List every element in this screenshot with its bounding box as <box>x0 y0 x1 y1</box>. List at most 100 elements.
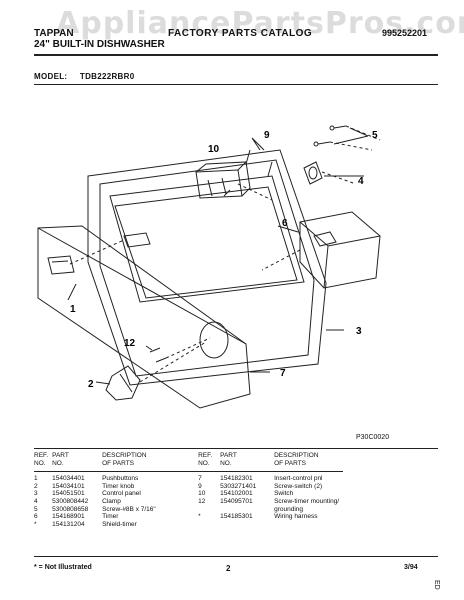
col-ref-right: REF. <box>198 452 213 459</box>
col-ref: REF. <box>34 452 49 459</box>
insert-timer-hole <box>199 321 229 359</box>
header-catalog-title: FACTORY PARTS CATALOG <box>168 28 313 39</box>
row-part: 154102001 <box>220 490 253 498</box>
watermark: AppliancePartsPros.com <box>56 6 464 41</box>
row-ref: 7 <box>198 475 202 483</box>
callout-5: 5 <box>372 130 378 141</box>
table-header-row-1: REF. PART DESCRIPTION REF. PART DESCRIPT… <box>34 452 343 460</box>
row-ref: 9 <box>198 482 202 490</box>
col-part-no-right: NO. <box>220 459 232 467</box>
table-top-rule <box>34 448 438 449</box>
model-line: MODEL: TDB222RBR0 <box>34 72 134 81</box>
row-ref: 2 <box>34 482 38 490</box>
timer-tab <box>313 231 337 247</box>
row-ref: * <box>34 520 37 528</box>
row-desc: Clamp <box>102 497 121 505</box>
model-label: MODEL: <box>34 72 68 81</box>
table-bottom-rule <box>34 556 438 557</box>
row-part: 154034101 <box>52 482 85 490</box>
row-desc: Insert-control pnl <box>274 475 323 483</box>
table-row: * 154131204 Shield-timer <box>34 521 343 529</box>
table-row: 2 154034101 Timer knob 9 5303271401 Scre… <box>34 483 343 491</box>
col-desc-right: DESCRIPTION <box>274 452 319 459</box>
row-desc: Screw-timer mounting/ <box>274 497 340 505</box>
col-desc: DESCRIPTION <box>102 452 147 459</box>
row-desc: Control panel <box>102 490 141 498</box>
row-part: 154095701 <box>220 497 253 505</box>
col-of-parts: OF PARTS <box>102 459 134 467</box>
insert-panel-outline <box>37 225 251 409</box>
callout-12: 12 <box>124 338 136 349</box>
control-panel-inner <box>99 159 315 377</box>
callout-2: 2 <box>88 379 94 390</box>
row-desc: Switch <box>274 490 294 498</box>
row-part: 154051501 <box>52 490 85 498</box>
screw-5a <box>333 125 347 129</box>
row-ref: 1 <box>34 475 38 483</box>
row-desc: Pushbuttons <box>102 475 139 483</box>
col-ref-no-right: NO. <box>198 459 210 467</box>
row-part: 5300808442 <box>52 497 89 505</box>
row-desc: Timer knob <box>102 482 135 490</box>
screw-9b <box>267 161 273 177</box>
insert-pushbutton <box>47 255 75 275</box>
table-row: 6 154168901 Timer * 154185301 Wiring har… <box>34 513 343 521</box>
table-header-row-2: NO. NO. OF PARTS NO. NO. OF PARTS <box>34 460 343 468</box>
page-number: 2 <box>226 564 231 573</box>
table-row: 5 5300808658 Screw-#8B x 7/16" grounding <box>34 506 343 514</box>
drawing-code: P30C0020 <box>356 434 390 441</box>
row-desc: Shield-timer <box>102 520 137 528</box>
panel-slot <box>123 232 151 248</box>
col-part-right: PART <box>220 452 237 459</box>
clamp-body <box>303 161 323 185</box>
footnote: * = Not Illustrated <box>34 564 92 571</box>
header-brand-block: TAPPAN 24" BUILT-IN DISHWASHER <box>34 28 165 50</box>
catalog-date: 3/94 <box>404 564 418 571</box>
col-part-no: NO. <box>52 459 64 467</box>
row-part: 5303271401 <box>220 482 257 490</box>
row-desc: Screw-switch (2) <box>274 482 323 490</box>
timer-knob <box>105 365 141 401</box>
row-part <box>220 506 274 514</box>
callout-7: 7 <box>280 368 286 379</box>
header-catalog-number: 995252201 <box>382 28 428 38</box>
callout-1: 1 <box>70 304 76 315</box>
header-brand: TAPPAN <box>34 28 74 39</box>
col-part: PART <box>52 452 69 459</box>
parts-table: REF. PART DESCRIPTION REF. PART DESCRIPT… <box>34 452 344 529</box>
table-row: 4 5300808442 Clamp 12 154095701 Screw-ti… <box>34 498 343 506</box>
row-part: 154185301 <box>220 513 253 521</box>
row-desc: Timer <box>102 513 119 521</box>
row-ref: 5 <box>34 505 38 513</box>
row-ref: 12 <box>198 497 206 505</box>
row-desc: Wiring harness <box>274 513 318 521</box>
header-rule <box>34 54 438 56</box>
screw-12a <box>149 347 161 353</box>
screw-5b <box>317 141 331 145</box>
callout-3: 3 <box>356 326 362 337</box>
screw-9a <box>245 149 251 165</box>
col-ref-no: NO. <box>34 459 46 467</box>
row-part: 154168901 <box>52 513 85 521</box>
header-product: 24" BUILT-IN DISHWASHER <box>34 39 165 50</box>
table-row: 3 154051501 Control panel 10 154102001 S… <box>34 490 343 498</box>
timer-body <box>299 211 381 289</box>
col-of-parts-right: OF PARTS <box>274 459 306 467</box>
model-rule <box>34 84 438 85</box>
row-ref: 10 <box>198 490 206 498</box>
switch-body <box>195 169 243 199</box>
callout-6: 6 <box>282 218 288 229</box>
row-ref: 4 <box>34 497 38 505</box>
table-row: 1 154034401 Pushbuttons 7 154182301 Inse… <box>34 475 343 483</box>
model-value: TDB222RBR0 <box>79 72 135 81</box>
callout-10: 10 <box>208 144 220 155</box>
control-panel-outline <box>87 149 327 386</box>
row-part: 5300808658 <box>52 505 89 513</box>
row-desc: Screw-#8B x 7/16" <box>102 505 156 513</box>
insert-panel-edge <box>37 227 247 345</box>
row-part: 154034401 <box>52 475 85 483</box>
row-ref: 6 <box>34 513 38 521</box>
corner-mark: ED <box>433 580 440 590</box>
row-part: 154182301 <box>220 475 253 483</box>
